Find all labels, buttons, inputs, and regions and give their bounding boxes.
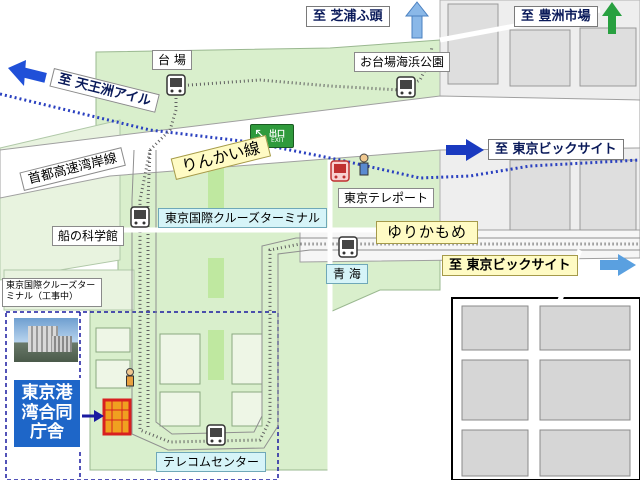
person-icon-teleport <box>359 153 369 176</box>
station-icon-cruise-terminal <box>130 206 150 228</box>
northeast-blocks <box>447 3 637 231</box>
direction-shibaura: 至 芝浦ふ頭 <box>306 6 390 27</box>
station-label-odaiba-kaihin-koen: お台場海浜公園 <box>354 52 451 72</box>
station-icon-telecom-center <box>206 424 226 446</box>
direction-arrow-icon-bigsight-bottom <box>600 254 636 276</box>
track-rails <box>131 149 640 451</box>
direction-bigsight-bottom: 至 東京ビックサイト <box>442 255 578 276</box>
teleport-station-icon <box>330 160 350 182</box>
station-label-daiba: 台 場 <box>152 50 192 70</box>
line-label-yurikamome: ゆりかもめ <box>376 221 479 244</box>
office-area-outline <box>5 311 279 480</box>
station-icon-odaiba-kaihin-koen <box>396 76 416 98</box>
exit-sublabel: EXIT <box>271 137 285 144</box>
station-icon-aomi <box>338 236 358 258</box>
direction-toyosu: 至 豊洲市場 <box>514 6 598 27</box>
building-photo <box>14 318 78 362</box>
station-label-aomi: 青 海 <box>326 264 368 284</box>
direction-arrow-icon-bigsight-top <box>446 139 484 161</box>
southeast-blocks <box>461 305 631 477</box>
direction-arrow-icon-shibaura <box>404 1 430 39</box>
office-label: 東京港湾合同庁舎 <box>12 378 82 449</box>
office-building-hatch <box>104 400 130 434</box>
station-label-cruise-terminal: 東京国際クルーズターミナル <box>158 208 328 228</box>
exit-label: 出口 <box>269 129 285 138</box>
office-building-marker <box>102 398 132 436</box>
direction-arrow-icon-toyosu <box>602 2 622 34</box>
person-icon-office <box>126 368 134 387</box>
green-strips <box>208 160 224 380</box>
exit-arrow-icon: ↖ <box>254 126 266 142</box>
direction-arrow-icon-tennozu <box>8 60 47 86</box>
station-icon-daiba <box>166 74 186 96</box>
telecom-area-blocks <box>95 327 263 427</box>
station-label-telecom-center: テレコムセンター <box>156 452 267 472</box>
place-label-cruise-construction: 東京国際クルーズターミナル（工事中） <box>2 278 102 307</box>
direction-bigsight-top: 至 東京ビックサイト <box>488 139 624 160</box>
station-label-tokyo-teleport: 東京テレポート <box>338 188 435 208</box>
place-label-museum: 船の科学館 <box>52 226 125 246</box>
